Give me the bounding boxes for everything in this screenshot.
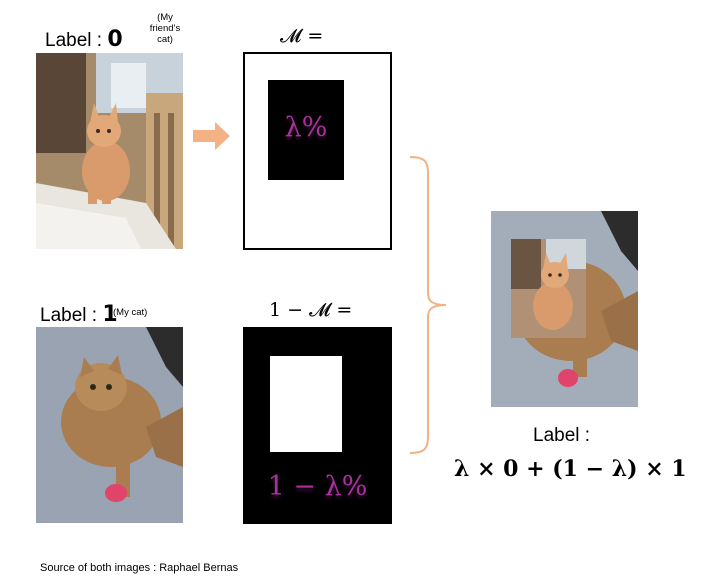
mask-black-region: λ% <box>268 80 344 180</box>
inverse-mask-white-region <box>270 356 342 452</box>
my-cat-photo <box>36 327 183 523</box>
source-caption: Source of both images : Raphael Bernas <box>40 562 239 574</box>
inverse-mask-frame: 1 − λ% <box>243 327 392 524</box>
mask-frame: λ% <box>243 52 392 250</box>
inverse-mask-inner-text: 1 − λ% <box>267 471 368 502</box>
bottom-label-value: 1 <box>102 302 118 327</box>
top-label-prefix: Label : <box>45 30 103 51</box>
arrow-right-icon <box>193 122 230 150</box>
top-label: Label : 0 <box>45 27 123 52</box>
bottom-note: (My cat) <box>113 307 148 318</box>
brace-icon <box>409 156 447 454</box>
bottom-label-prefix: Label : <box>40 305 98 326</box>
mask-inner-text: λ% <box>284 112 328 143</box>
top-note: (My friend’s cat) <box>149 12 181 45</box>
bottom-label: Label : 1 <box>40 302 118 327</box>
mixed-photo <box>491 211 638 407</box>
mask-title: 𝓜 = <box>280 25 324 47</box>
result-label: Label : <box>533 425 591 446</box>
friends-cat-photo <box>36 53 183 249</box>
result-formula: λ × 0 + (1 − λ) × 1 <box>454 456 687 482</box>
top-label-value: 0 <box>107 27 123 52</box>
inverse-mask-title: 1 − 𝓜 = <box>269 299 353 321</box>
